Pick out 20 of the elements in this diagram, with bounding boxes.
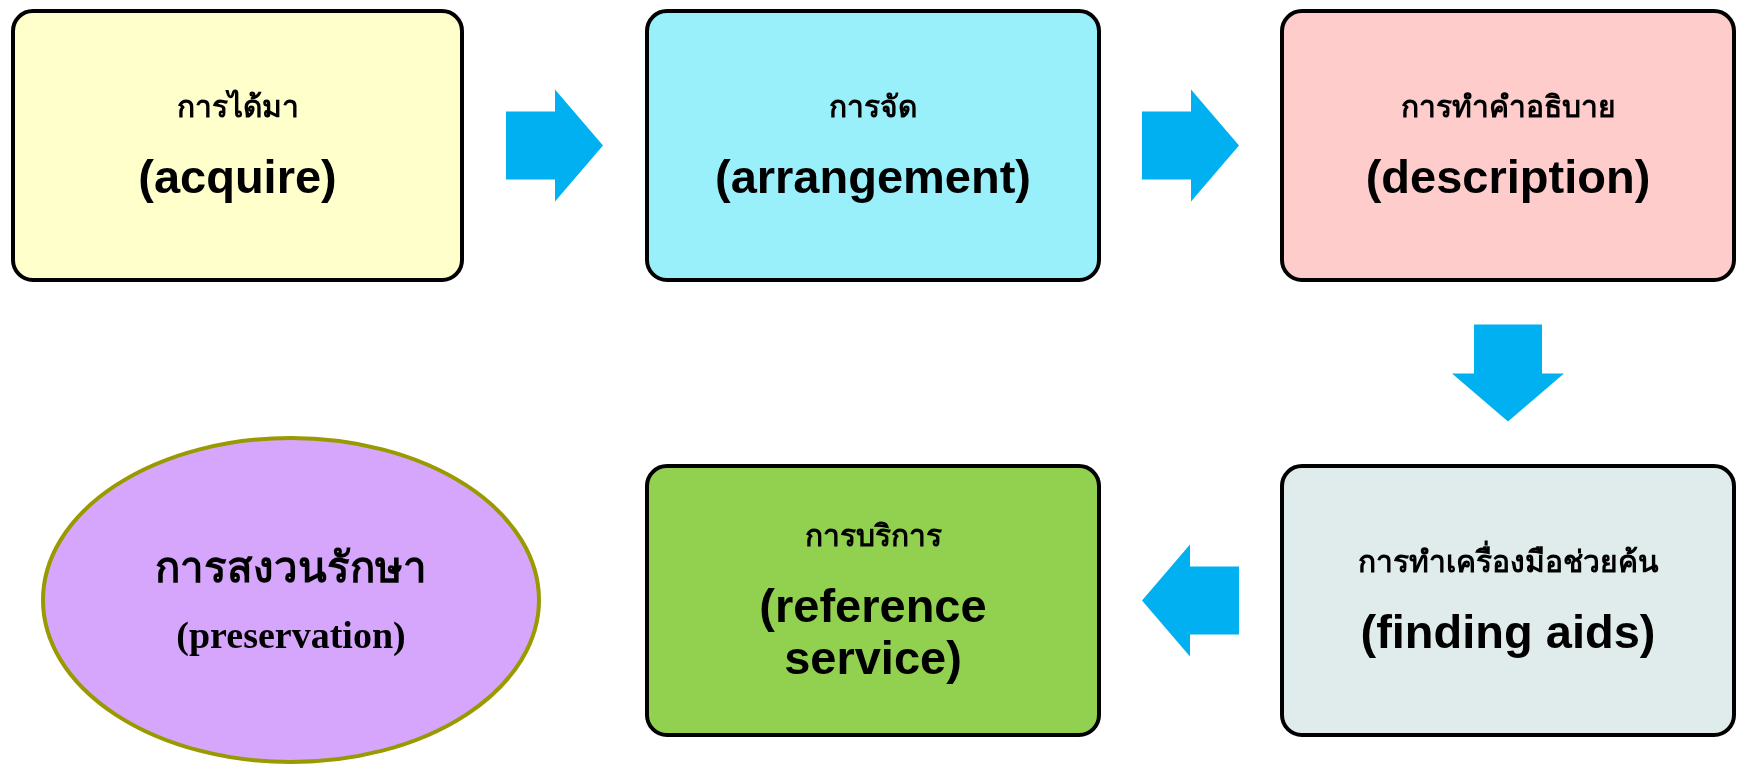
thai-label: การทำคำอธิบาย [1400, 88, 1616, 125]
english-label: (reference service) [758, 579, 988, 684]
block-arrow [1452, 324, 1564, 422]
thai-label: การสงวนรักษา [155, 542, 427, 594]
thai-label: การบริการ [804, 517, 942, 554]
thai-label: การได้มา [176, 88, 299, 125]
english-label: (acquire) [138, 150, 337, 203]
block-arrow [1142, 544, 1239, 657]
process-box [1280, 9, 1736, 282]
process-box [645, 9, 1101, 282]
process-box [11, 9, 464, 282]
english-label: (preservation) [176, 615, 406, 658]
english-label: (description) [1365, 150, 1651, 203]
process-box [1280, 464, 1736, 737]
english-label: (finding aids) [1360, 605, 1656, 658]
block-arrow [1142, 89, 1239, 202]
process-box [645, 464, 1101, 737]
thai-label: การจัด [829, 88, 917, 125]
block-arrow [506, 89, 603, 202]
english-label: (arrangement) [715, 150, 1031, 203]
